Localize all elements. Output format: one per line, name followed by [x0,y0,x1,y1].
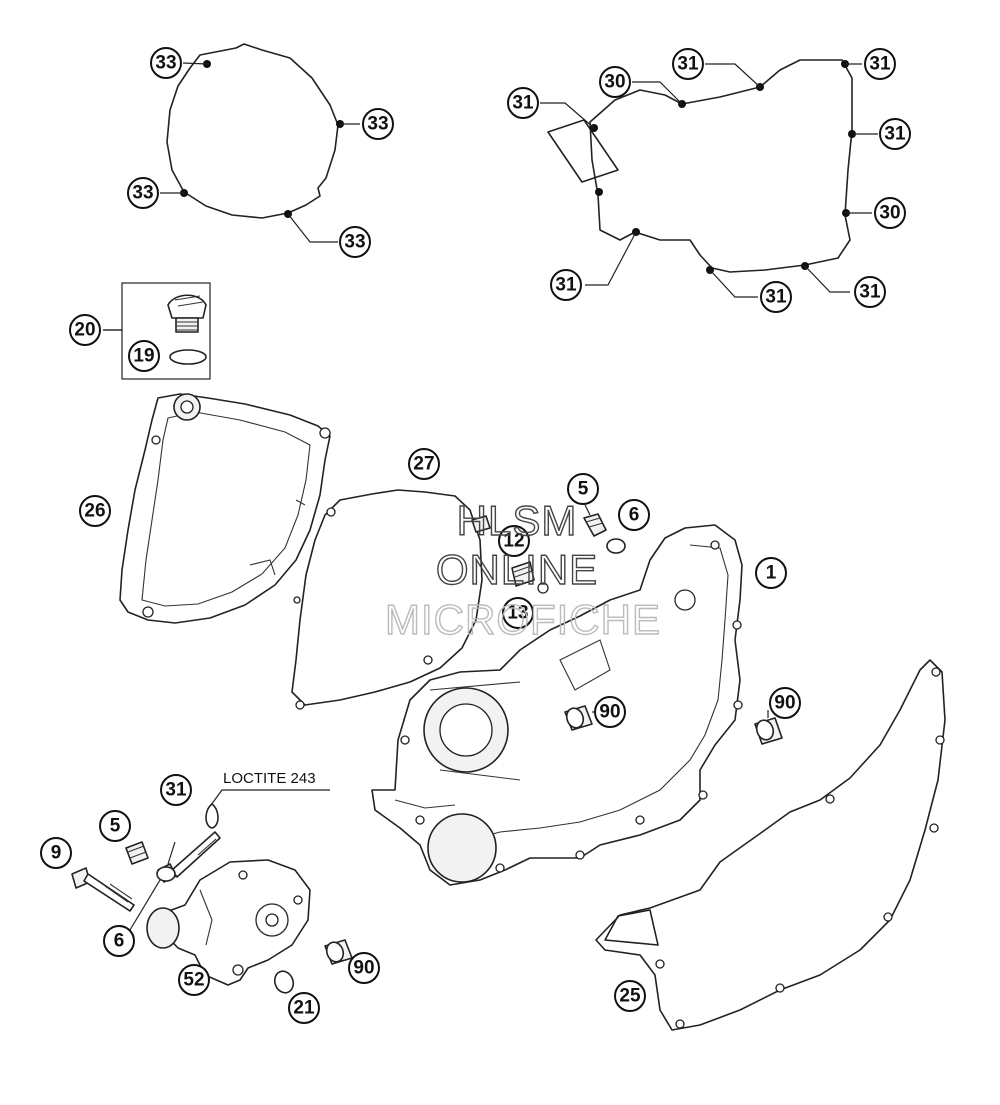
svg-text:1: 1 [766,563,777,584]
callout-13: 13 [502,597,534,629]
plug-5 [125,841,149,865]
watermark-line3: MICROFICHE [385,596,661,643]
svg-text:20: 20 [74,320,95,341]
callout-6-a: 6 [618,499,650,531]
svg-text:30: 30 [879,203,900,224]
callout-33-b: 33 [362,108,394,140]
callout-5-b: 5 [99,810,131,842]
svg-text:31: 31 [165,780,187,801]
svg-text:5: 5 [578,479,589,500]
callout-31-a: 31 [507,87,539,119]
svg-text:6: 6 [629,505,640,526]
leader-lines [103,329,769,865]
bushing-90-right [754,717,783,745]
callout-31-b: 31 [672,48,704,80]
crankcase-cover-1 [371,524,743,886]
callout-19: 19 [128,340,160,372]
callout-30-a: 30 [599,66,631,98]
svg-text:33: 33 [132,183,153,204]
loctite-leader [210,789,330,806]
callout-1: 1 [755,557,787,589]
watermark-line2: ONLINE [436,546,598,593]
callout-30-b: 30 [874,197,906,229]
svg-text:33: 33 [155,53,176,74]
svg-text:90: 90 [353,958,374,979]
bushing-90-left [324,939,353,965]
callout-27: 27 [408,448,440,480]
svg-text:31: 31 [765,287,787,308]
callout-90-a: 90 [594,696,626,728]
svg-text:12: 12 [503,531,524,552]
svg-text:30: 30 [604,72,625,93]
gasket-31 [540,59,878,298]
callout-20: 20 [69,314,101,346]
pump-cover-52 [146,859,311,986]
small-parts-center [471,513,626,594]
callout-90-b: 90 [769,687,801,719]
callout-33-c: 33 [127,177,159,209]
callout-6-b: 6 [103,925,135,957]
bushing-90-center [564,705,593,731]
svg-text:9: 9 [51,843,62,864]
cover-26 [119,393,331,624]
svg-text:33: 33 [367,114,388,135]
callout-52: 52 [178,964,210,996]
callout-33-d: 33 [339,226,371,258]
oil-plug-box [103,282,211,380]
gasket-27 [291,489,483,710]
gasket-33 [160,43,360,243]
svg-text:31: 31 [859,282,881,303]
oring-21 [273,970,295,994]
bolt-9 [71,867,135,912]
loctite-note: LOCTITE 243 [223,770,316,787]
callout-31-d: 31 [879,118,911,150]
svg-text:25: 25 [619,986,641,1007]
svg-text:90: 90 [774,693,795,714]
ring-6 [156,866,176,882]
svg-text:6: 6 [114,931,125,952]
svg-text:26: 26 [84,501,105,522]
callout-9: 9 [40,837,72,869]
callout-31-h: 31 [160,774,192,806]
svg-text:5: 5 [110,816,121,837]
svg-text:31: 31 [869,54,891,75]
gasket-25 [595,659,946,1031]
svg-text:31: 31 [884,124,906,145]
leader-6-b [129,879,161,931]
callout-26: 26 [79,495,111,527]
callout-31-g: 31 [854,276,886,308]
callout-25: 25 [614,980,646,1012]
svg-text:13: 13 [507,603,528,624]
callout-90-c: 90 [348,952,380,984]
svg-text:31: 31 [677,54,699,75]
callout-31-f: 31 [760,281,792,313]
callout-21: 21 [288,992,320,1024]
svg-text:33: 33 [344,232,365,253]
svg-text:52: 52 [183,970,204,991]
callout-12: 12 [498,525,530,557]
callout-31-e: 31 [550,269,582,301]
svg-text:90: 90 [599,702,620,723]
svg-text:27: 27 [413,454,434,475]
callout-33-a: 33 [150,47,182,79]
callout-31-c: 31 [864,48,896,80]
svg-text:31: 31 [512,93,534,114]
watermark-line1: HLSM [457,497,578,544]
svg-text:31: 31 [555,275,577,296]
callout-5-a: 5 [567,473,599,505]
svg-text:21: 21 [293,998,315,1019]
svg-text:19: 19 [133,346,154,367]
